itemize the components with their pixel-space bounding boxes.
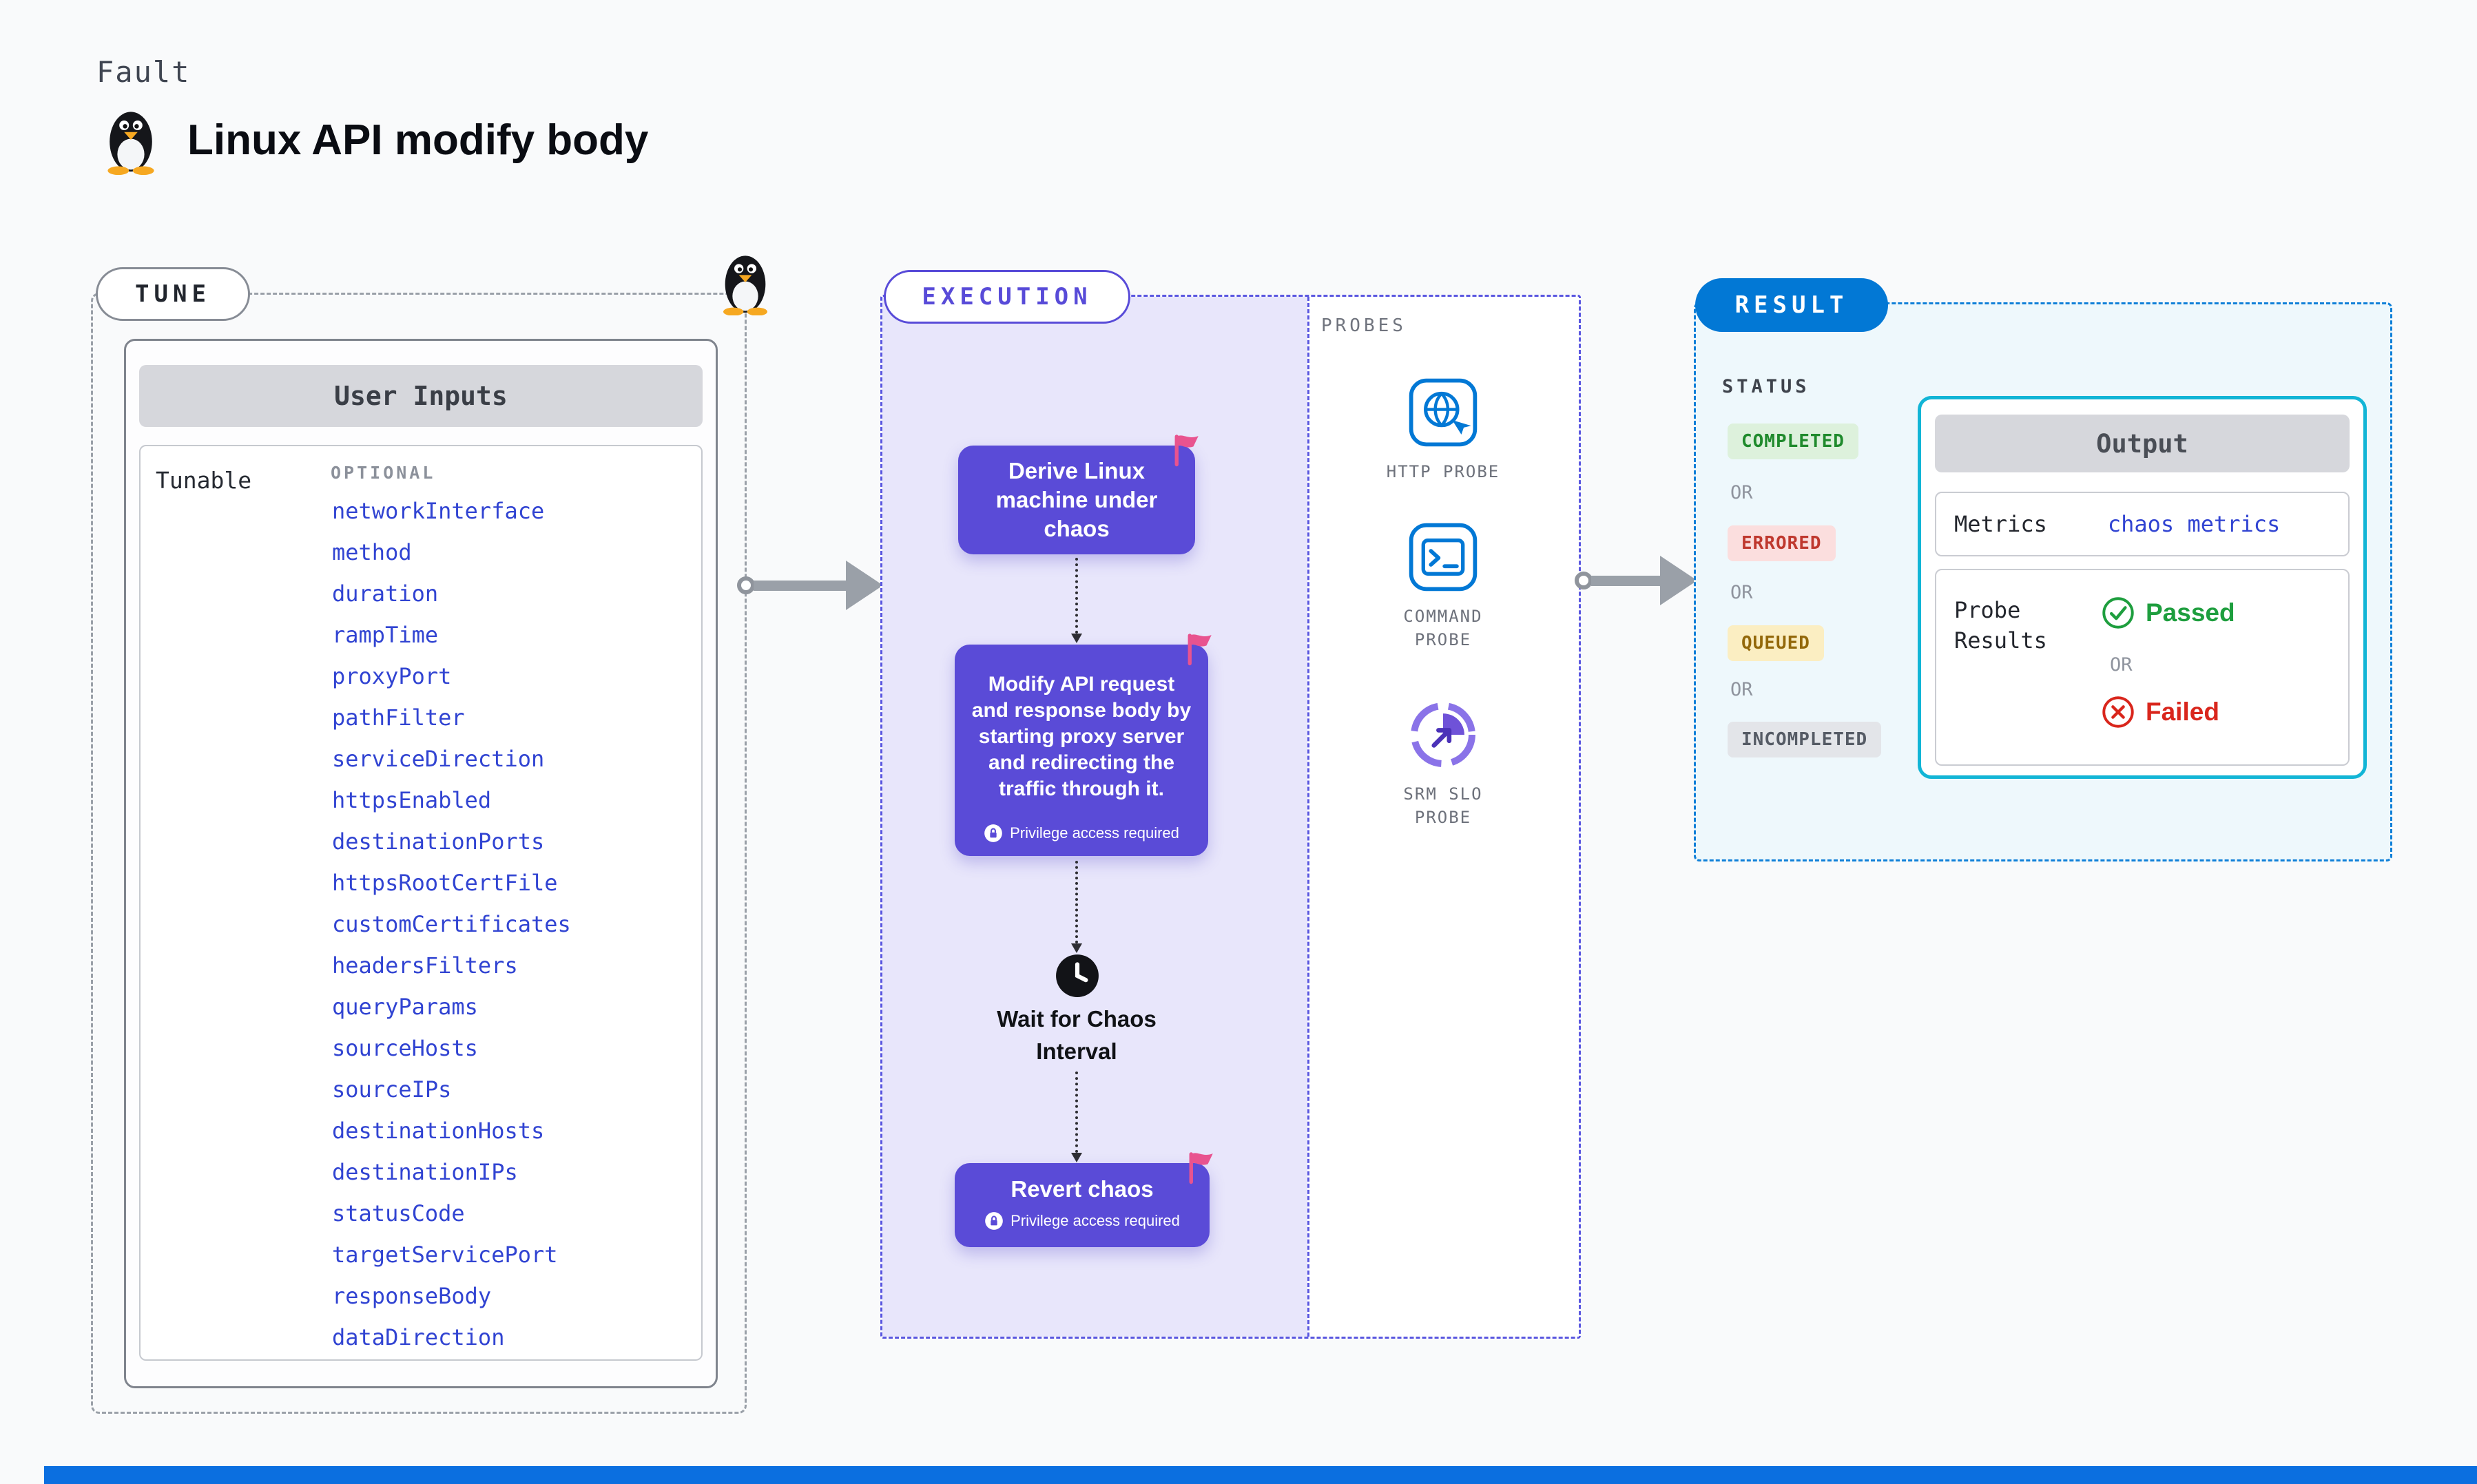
passed-result: Passed [2102, 596, 2235, 629]
output-title: Output [1935, 415, 2350, 472]
privilege-text: Privilege access required [1011, 1212, 1180, 1229]
tunable-link[interactable]: customCertificates [332, 911, 571, 937]
tunable-link[interactable]: destinationPorts [332, 828, 545, 855]
tunable-link[interactable]: statusCode [332, 1200, 465, 1226]
status-label: STATUS [1722, 376, 1810, 397]
failed-label: Failed [2146, 698, 2219, 726]
or-label: OR [2110, 654, 2133, 676]
connector-ring [1575, 572, 1593, 589]
tux-penguin-icon [107, 112, 154, 175]
probe-name: SRM SLO PROBE [1403, 784, 1483, 827]
tunable-link[interactable]: dataDirection [332, 1324, 505, 1350]
metrics-row: Metrics chaos metrics [1935, 492, 2350, 556]
tunable-column-label: Tunable [156, 467, 252, 494]
tunable-link[interactable]: rampTime [332, 622, 439, 648]
probe-name: COMMAND PROBE [1403, 607, 1483, 649]
chaos-metrics-link[interactable]: chaos metrics [2107, 511, 2281, 537]
failed-result: Failed [2102, 696, 2219, 729]
execution-label-pill: EXECUTION [884, 270, 1130, 324]
tunable-link[interactable]: destinationIPs [332, 1159, 518, 1185]
command-probe: COMMAND PROBE [1374, 521, 1512, 651]
optional-column-label: OPTIONAL [331, 463, 436, 483]
tunable-link[interactable]: headersFilters [332, 952, 518, 979]
arrow-head-icon [1660, 556, 1697, 605]
flag-icon [1189, 1152, 1213, 1184]
globe-icon [1409, 378, 1478, 447]
flow-connector-arrow [1071, 861, 1082, 953]
lock-icon [985, 1212, 1003, 1230]
tunable-link[interactable]: queryParams [332, 994, 478, 1020]
or-label: OR [1730, 582, 1753, 603]
http-probe: HTTP PROBE [1360, 376, 1526, 483]
tunable-link[interactable]: targetServicePort [332, 1242, 558, 1268]
tune-section [91, 293, 747, 1414]
tune-to-execution-arrow [737, 558, 883, 613]
flag-icon [1188, 634, 1212, 666]
step-text: Modify API request and response body by … [971, 672, 1192, 800]
gauge-icon [1411, 702, 1475, 767]
probes-section-label: PROBES [1321, 315, 1407, 336]
output-card: Output Metrics chaos metrics Probe Resul… [1918, 396, 2367, 779]
tunable-link[interactable]: networkInterface [332, 498, 545, 524]
tunables-table: Tunable OPTIONAL networkInterface method d… [139, 445, 703, 1361]
srm-slo-probe: SRM SLO PROBE [1374, 698, 1512, 829]
step-text: Revert chaos [1011, 1176, 1154, 1202]
status-badge-queued: QUEUED [1728, 625, 1824, 661]
tunable-link[interactable]: proxyPort [332, 663, 452, 689]
or-label: OR [1730, 482, 1753, 503]
connector-ring [737, 576, 755, 594]
flag-icon [1174, 435, 1199, 467]
probe-name: HTTP PROBE [1386, 462, 1500, 481]
fault-kicker: Fault [96, 55, 191, 89]
tunable-link[interactable]: destinationHosts [332, 1118, 545, 1144]
terminal-icon [1409, 523, 1478, 592]
tune-label-pill: TUNE [96, 267, 250, 321]
metrics-label: Metrics [1954, 511, 2047, 537]
page-title: Linux API modify body [187, 116, 649, 164]
probe-results-row: Probe Results Passed OR Failed [1935, 569, 2350, 766]
tunable-link[interactable]: sourceIPs [332, 1076, 452, 1102]
user-inputs-title: User Inputs [139, 365, 703, 427]
passed-label: Passed [2146, 598, 2235, 627]
wait-for-chaos-interval-label: Wait for Chaos Interval [997, 1006, 1157, 1064]
tunable-link[interactable]: responseBody [332, 1283, 492, 1309]
tunable-link[interactable]: pathFilter [332, 704, 465, 731]
lock-icon [984, 824, 1002, 842]
clock-icon [1056, 954, 1099, 997]
execution-to-result-arrow [1575, 553, 1697, 608]
privilege-note: Privilege access required [984, 820, 1179, 846]
step-derive-machine: Derive Linux machine under chaos [958, 435, 1199, 554]
or-label: OR [1730, 679, 1753, 700]
privilege-text: Privilege access required [1010, 824, 1179, 842]
tunable-link[interactable]: duration [332, 581, 439, 607]
status-badge-errored: ERRORED [1728, 525, 1836, 561]
flow-connector-arrow [1071, 1072, 1082, 1162]
probes-panel [1307, 297, 1579, 1337]
arrow-head-icon [846, 561, 883, 610]
arrow-shaft [1591, 575, 1660, 586]
tunable-link[interactable]: httpsRootCertFile [332, 870, 558, 896]
step-text: Derive Linux machine under chaos [995, 458, 1158, 541]
check-circle-icon [2102, 597, 2134, 629]
tunable-list: networkInterface method duration rampTime pr… [332, 490, 571, 1358]
arrow-shaft [754, 580, 846, 591]
title-row: Linux API modify body [102, 105, 648, 175]
flow-connector-arrow [1071, 558, 1082, 643]
tux-penguin-icon [723, 255, 767, 315]
status-badge-incompleted: INCOMPLETED [1728, 722, 1882, 757]
footer-bar [44, 1466, 2477, 1484]
tunable-link[interactable]: sourceHosts [332, 1035, 478, 1061]
result-label-pill: RESULT [1695, 278, 1888, 332]
step-revert-chaos: Revert chaos Privilege access required [955, 1152, 1213, 1247]
tunable-link[interactable]: serviceDirection [332, 746, 545, 772]
probe-results-label: Probe Results [1954, 597, 2047, 654]
tunable-link[interactable]: method [332, 539, 412, 565]
privilege-note: Privilege access required [984, 1207, 1180, 1235]
tunable-link[interactable]: httpsEnabled [332, 787, 492, 813]
user-inputs-card: User Inputs Tunable OPTIONAL networkInte… [124, 339, 718, 1388]
x-circle-icon [2102, 696, 2134, 728]
status-badge-completed: COMPLETED [1728, 424, 1858, 459]
step-modify-api-body: Modify API request and response body by … [955, 634, 1212, 856]
